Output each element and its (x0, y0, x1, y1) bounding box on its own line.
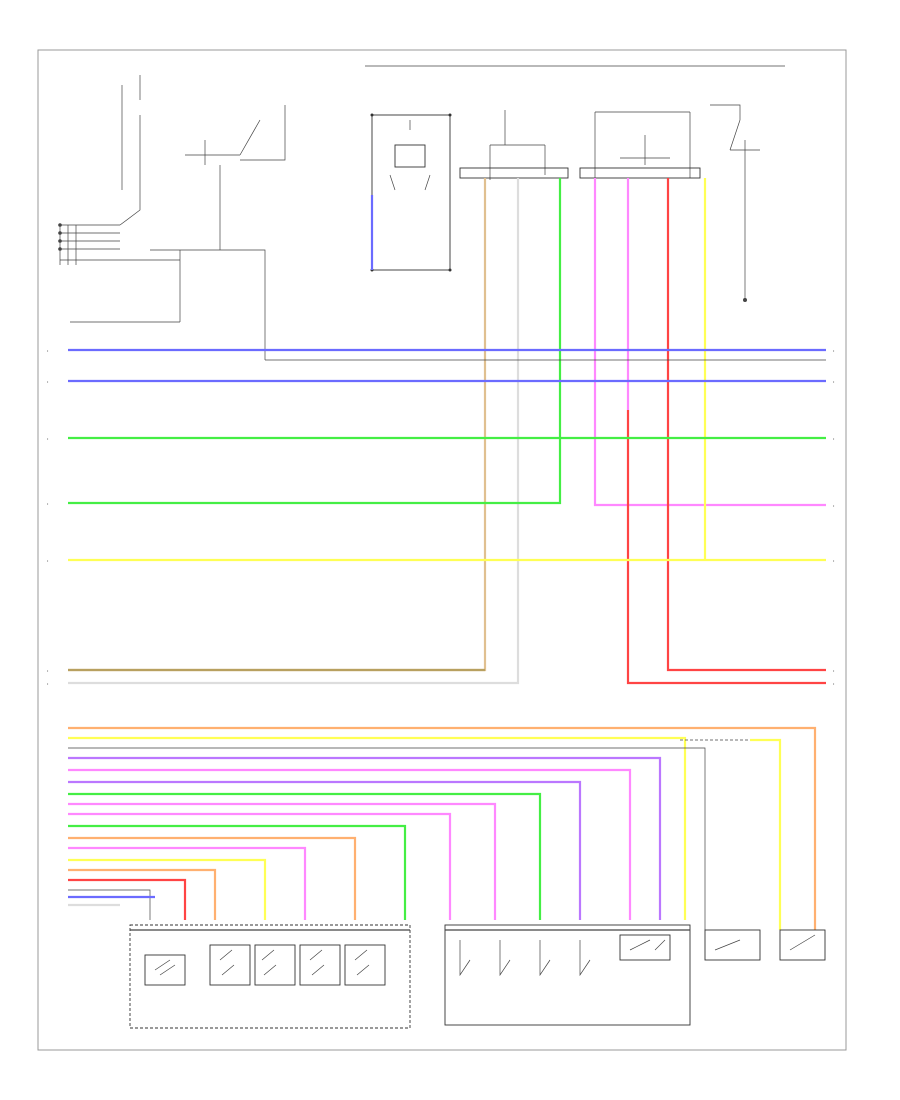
svg-text:•: • (833, 682, 835, 686)
svg-text:•: • (47, 559, 49, 563)
svg-text:•: • (833, 669, 835, 673)
svg-text:•: • (833, 380, 835, 384)
bottom-left-module (129, 924, 411, 1029)
svg-text:•: • (47, 682, 49, 686)
svg-text:•: • (833, 437, 835, 441)
bottom-center-module (444, 924, 691, 1026)
top-left-switch-cluster (58, 75, 286, 360)
top-motor-box (370, 113, 452, 272)
svg-text:•: • (47, 380, 49, 384)
svg-text:•: • (47, 349, 49, 353)
svg-text:•: • (47, 437, 49, 441)
bottom-right-switches (704, 929, 826, 961)
svg-text:•: • (47, 669, 49, 673)
diagram-frame (37, 49, 847, 1051)
svg-text:•: • (47, 502, 49, 506)
svg-text:•: • (833, 504, 835, 508)
center-relay-box (459, 104, 760, 302)
svg-text:•: • (833, 559, 835, 563)
svg-text:•: • (833, 349, 835, 353)
